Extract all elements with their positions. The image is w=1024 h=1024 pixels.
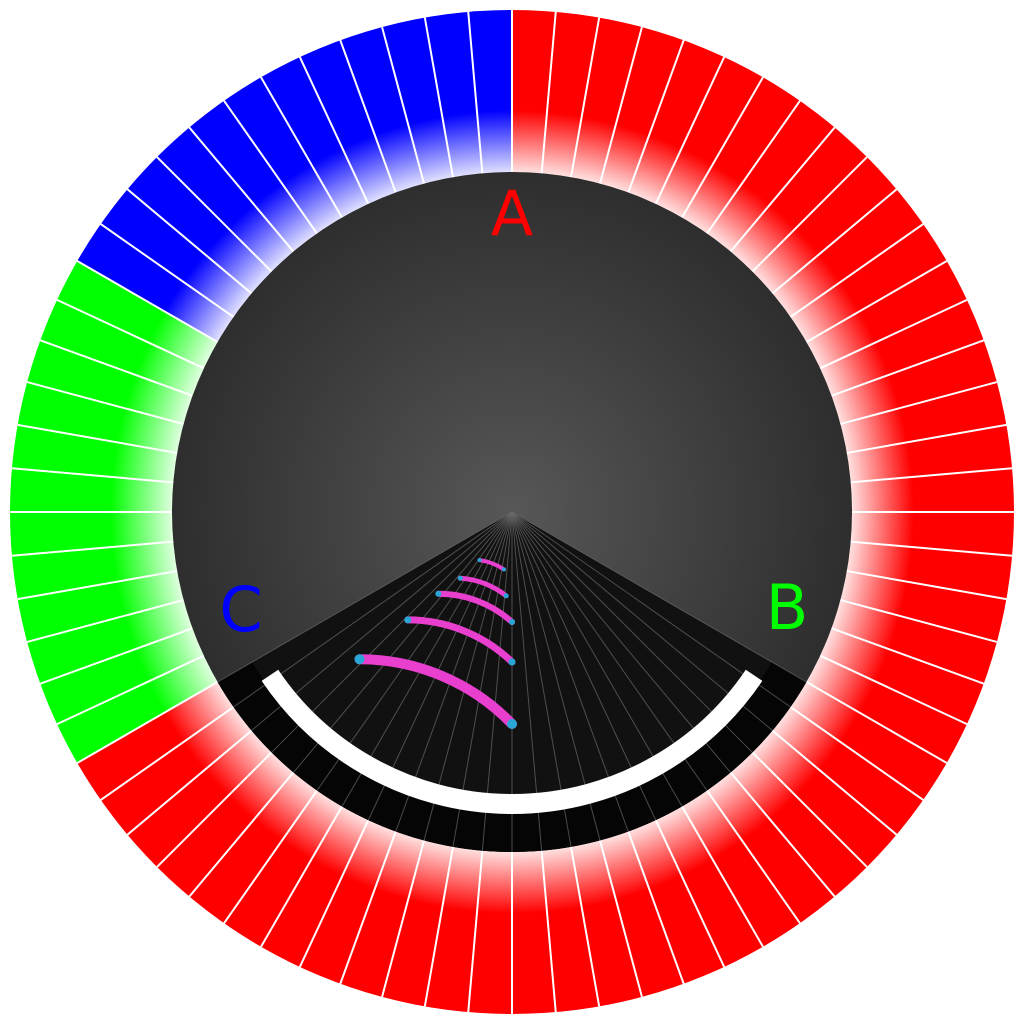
ring-divider [126,188,260,301]
ring-divider [744,744,868,868]
ring-divider [623,821,685,985]
ring-divider [339,39,401,203]
ring-divider [56,298,214,374]
ring-divider [76,260,227,348]
ring-divider [467,840,485,1013]
ring-divider [781,223,924,324]
ring-divider [17,423,188,456]
ring-divider [298,56,374,214]
ring-divider [700,100,801,243]
ring-divider [810,650,968,726]
ring-divider [830,596,998,643]
ring-divider [797,260,948,348]
ring-divider [840,467,1013,485]
ring-divider [156,156,280,280]
ring-divider [781,700,924,801]
ring-divider [723,126,836,260]
ring-divider [467,11,485,184]
ring-dividers [10,10,1014,1014]
sector-track[interactable] [261,669,763,814]
projectile-tip [354,654,365,665]
ring-divider [821,339,985,401]
ring-divider [11,467,184,485]
ring-divider [650,810,726,968]
ring-divider [126,723,260,836]
ring-divider [797,676,948,764]
ring-divider [539,11,557,184]
ring-divider [223,781,324,924]
ring-divider [188,764,301,898]
ring-divider [539,840,557,1013]
ring-divider [56,650,214,726]
ring-divider [26,381,194,428]
projectile-4 [404,616,516,666]
projectile-tip [503,593,509,599]
zone-label-c: C [219,573,262,646]
ring-divider [744,156,868,280]
projectile-tip [508,658,516,666]
ring-divider [26,596,194,643]
projectile-2 [457,575,509,599]
ring-divider [260,76,348,227]
ring-divider [676,76,764,227]
ring-divider [39,339,203,401]
player-sector[interactable] [217,511,807,852]
ring-divider [156,744,280,868]
projectile-tip [501,567,506,572]
projectile-5 [354,654,517,729]
ring-divider [676,797,764,948]
ring-divider [596,830,643,998]
zone-label-b: B [766,571,809,644]
projectile-3 [435,590,515,625]
ring-divider [723,764,836,898]
ring-divider [381,26,428,194]
ring-divider [568,836,601,1007]
ring-divider [298,810,374,968]
ring-divider [840,539,1013,557]
ring-divider [381,830,428,998]
projectiles [354,558,517,729]
ring-divider [260,797,348,948]
ring-divider [830,381,998,428]
ring-divider [223,100,324,243]
projectile-tip [509,619,515,625]
ring-divider [821,623,985,685]
ring-divider [188,126,301,260]
projectile-tip [457,575,463,581]
projectile-tip [435,590,442,597]
ring-divider [423,17,456,188]
ring-divider [764,188,898,301]
sector-spoke [511,511,807,683]
ring-divider [423,836,456,1007]
ring-divider [810,298,968,374]
ring-divider [700,781,801,924]
ring-divider [339,821,401,985]
ring-divider [836,568,1007,601]
ring-divider [11,539,184,557]
ring-divider [596,26,643,194]
ring-divider [76,676,227,764]
projectile-tip [507,719,517,729]
ring-divider [100,700,243,801]
ring-divider [568,17,601,188]
ring-divider [100,223,243,324]
ring-divider [650,56,726,214]
ring-divider [836,423,1007,456]
ring-divider [764,723,898,836]
ring-divider [17,568,188,601]
sector-spoke [217,511,513,683]
projectile-tip [404,616,412,624]
ring-divider [39,623,203,685]
zone-label-a: A [491,177,533,250]
ring-divider [623,39,685,203]
projectile-tip [477,558,482,563]
